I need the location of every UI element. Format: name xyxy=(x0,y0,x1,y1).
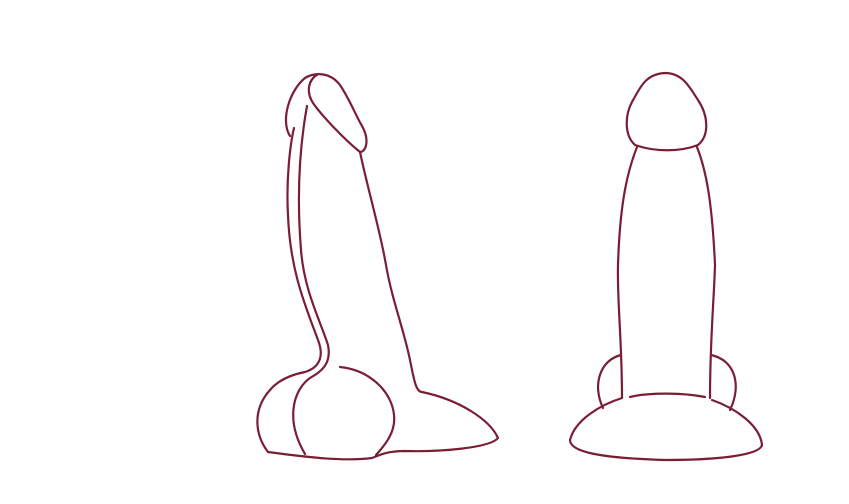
side-view-figure xyxy=(256,72,500,461)
side-shaft-left xyxy=(256,126,322,454)
front-shaft-left xyxy=(616,145,639,400)
front-shaft-right xyxy=(695,145,717,400)
front-base-inner xyxy=(628,392,707,399)
front-ball-left xyxy=(597,353,623,410)
side-inner-line xyxy=(292,104,330,456)
front-ball-right xyxy=(709,353,737,412)
side-ball xyxy=(338,365,396,457)
side-shaft-right xyxy=(358,150,500,460)
side-head-outline xyxy=(285,72,368,154)
front-view-figure xyxy=(568,71,764,462)
front-base xyxy=(568,396,764,462)
side-base-bottom xyxy=(266,450,374,461)
front-head-outline xyxy=(625,71,708,152)
